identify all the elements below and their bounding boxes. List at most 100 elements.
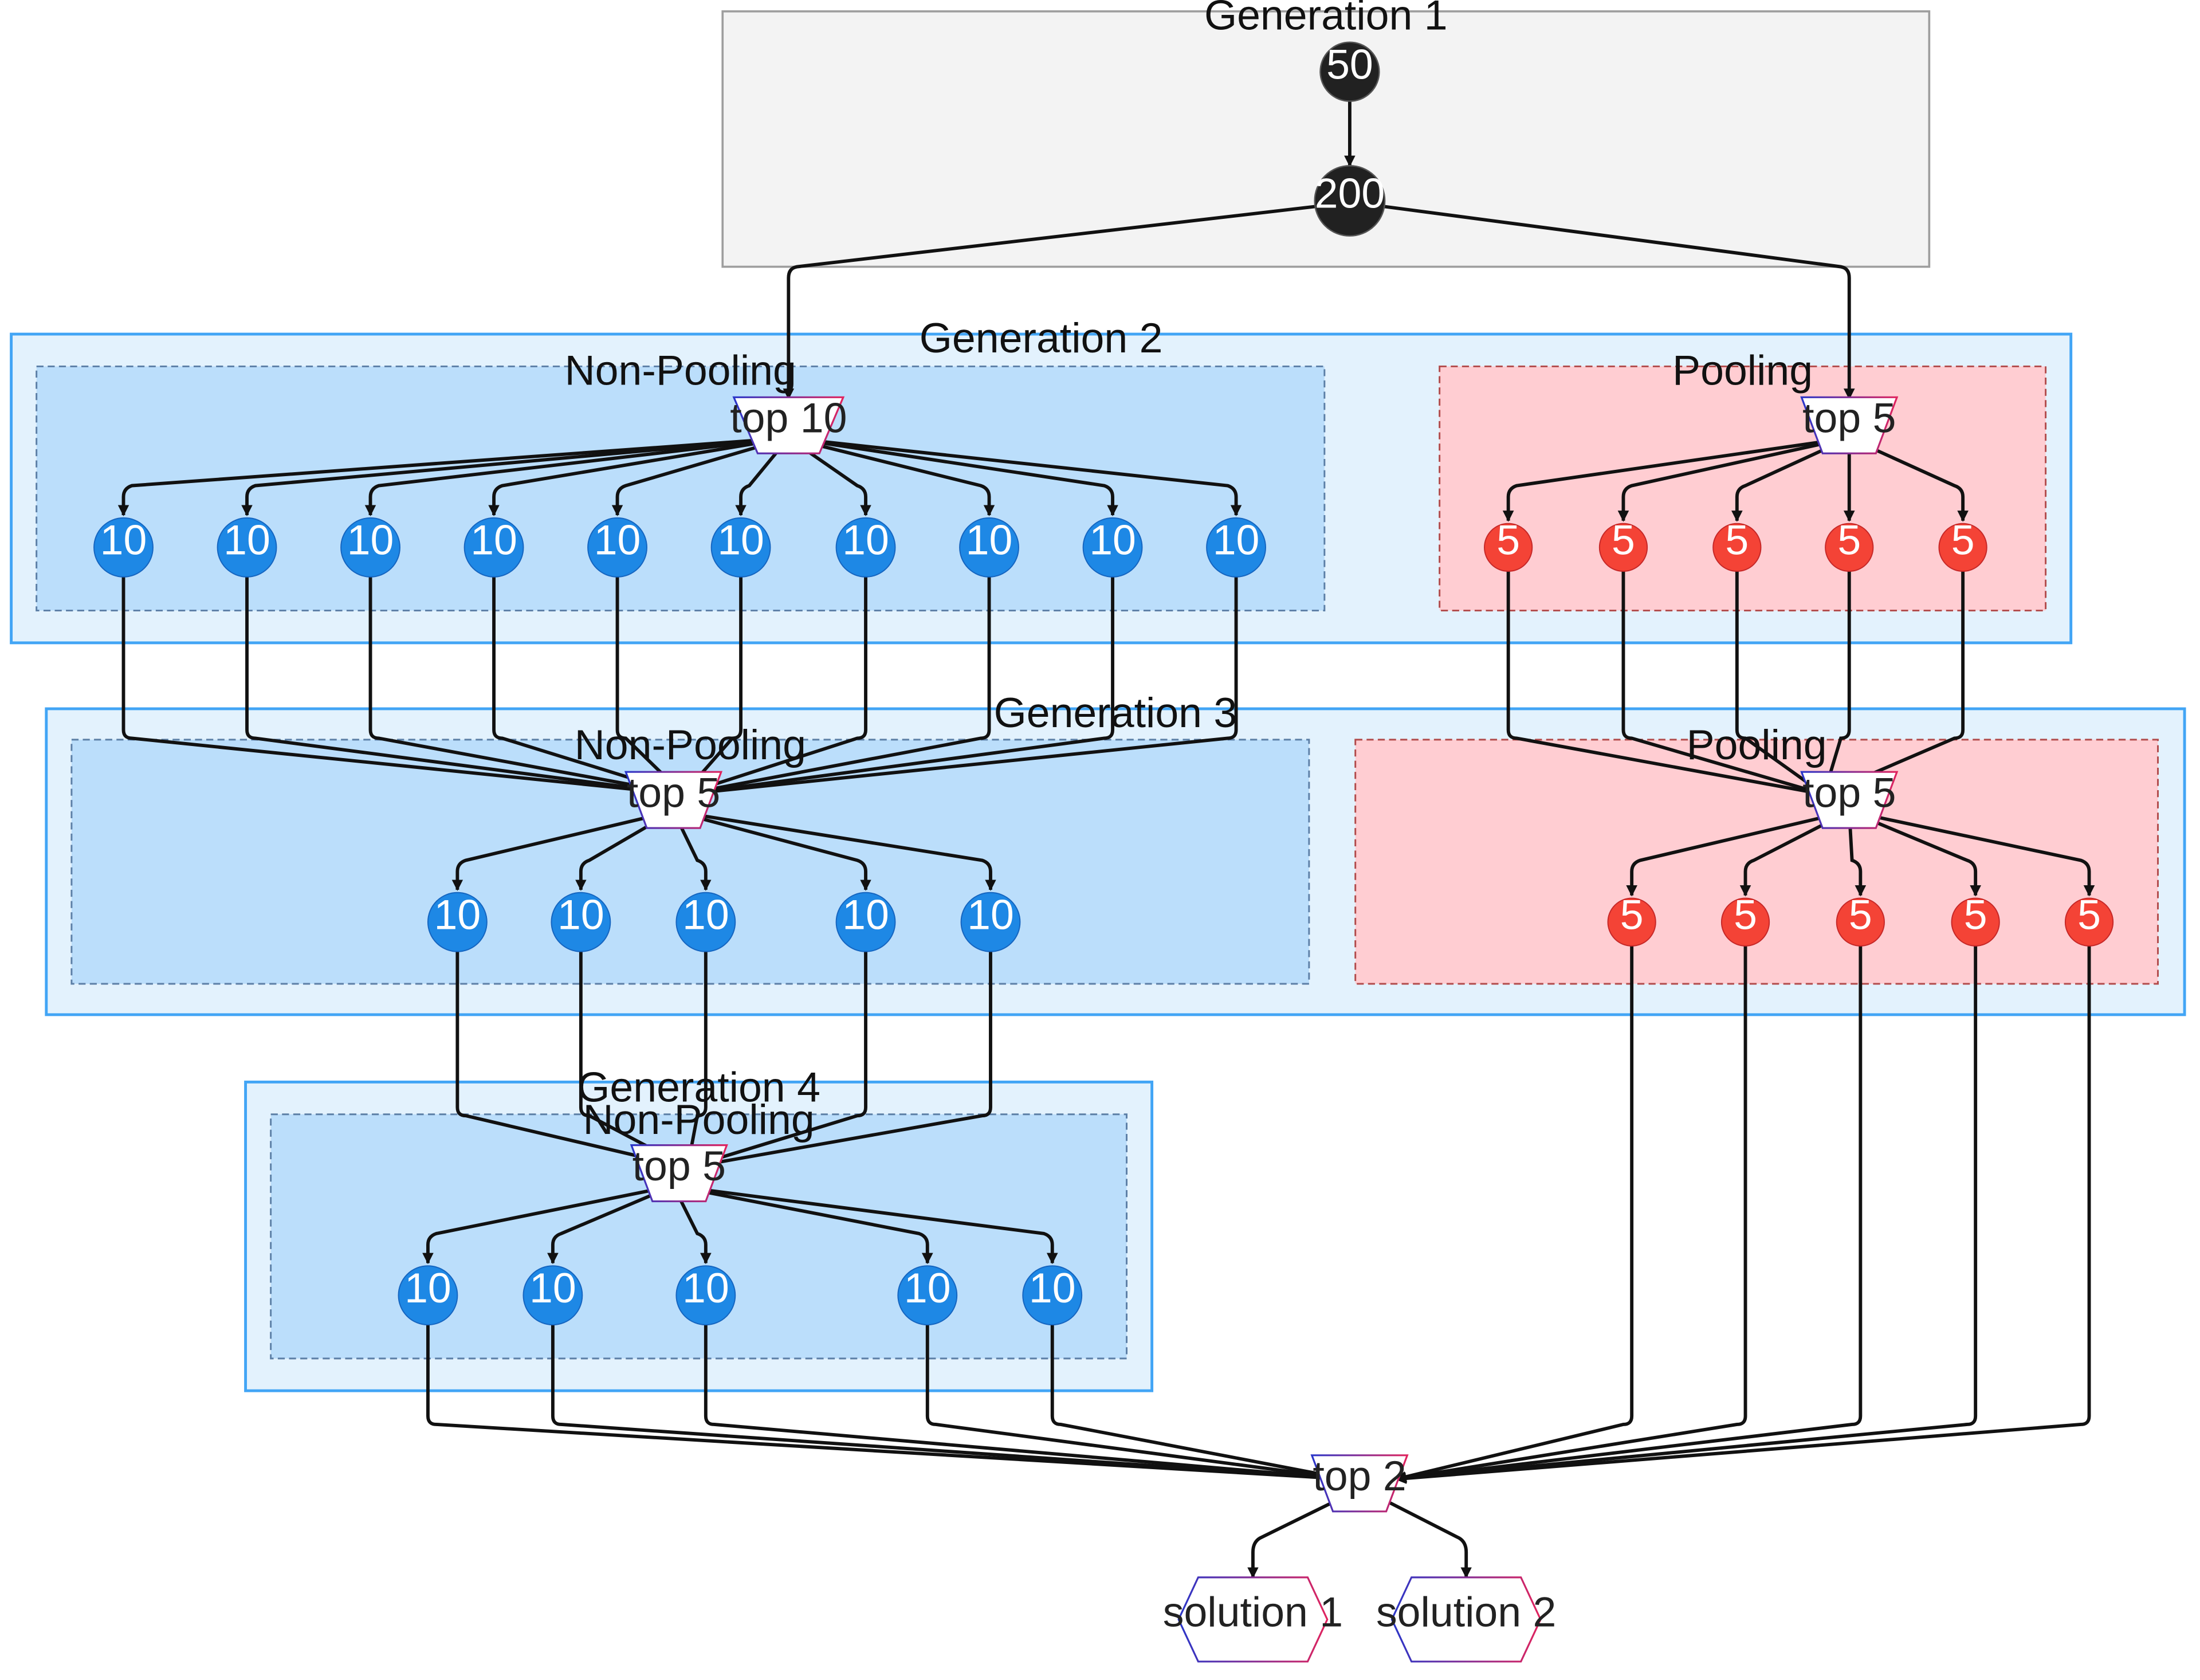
gen2-nonpool-top10-label: top 10: [730, 394, 847, 442]
gen2-nonpool-node-3: 10: [340, 516, 400, 578]
gen2-nonpool-node-5: 10: [587, 516, 647, 578]
g4-to-final-edge-5: [1050, 1325, 1348, 1483]
gen3-pool-node-1-label: 5: [1620, 890, 1644, 938]
gen3-nonpool-node-2-label: 10: [557, 890, 604, 938]
g2-nonpool-fanout-edge-6: [735, 437, 790, 516]
g3-nonpool-to-g4-edge-5: [686, 951, 992, 1172]
gen2-nonpool-node-4: 10: [463, 516, 524, 578]
g2-pool-fanout-edge-2: [1617, 436, 1850, 522]
gen2-nonpool-node-4-label: 10: [470, 516, 517, 564]
gen2-nonpool-node-1: 10: [93, 516, 154, 578]
gen4-nonpool-node-2: 10: [522, 1264, 583, 1326]
gen3-pool-node-2-label: 5: [1734, 890, 1757, 938]
g2-nonpool-to-g3-edge-1: [121, 576, 685, 799]
gen3-pool-top5: top 5: [1800, 768, 1899, 829]
g3-nonpool-to-g4-edge-4: [686, 951, 867, 1170]
gen2-nonpool-node-3-label: 10: [347, 516, 394, 564]
g2-nonpool-to-g3-edge-9: [682, 576, 1114, 799]
edge-200-to-pool-top5: [1383, 205, 1855, 400]
generation-2-pooling-label: Pooling: [1672, 346, 1813, 394]
g4-to-final-edge-3: [704, 1325, 1348, 1484]
gen2-nonpool-node-5-label: 10: [594, 516, 641, 564]
gen2-pool-node-5: 5: [1938, 516, 1987, 572]
generation-3-label: Generation 3: [994, 689, 1238, 736]
g4-nonpool-fanout-edge-3: [671, 1185, 712, 1265]
generated-nodes: top 10 10 10 10 10 10 10 10 10 10 10 top 5 5 5 5 5 5 top …: [93, 394, 2114, 1663]
g2-pool-to-g3-edge-4: [1821, 571, 1851, 796]
gen4-nonpool-node-1-label: 10: [404, 1264, 451, 1312]
g2-pool-fanout-edge-5: [1848, 436, 1969, 522]
generation-2-label: Generation 2: [920, 314, 1163, 362]
g2-pool-fanout-edge-3: [1731, 436, 1850, 522]
gen3-nonpool-node-3-label: 10: [682, 890, 729, 938]
g2-nonpool-to-g3-edge-8: [682, 576, 991, 798]
gen4-nonpool-top5: top 5: [630, 1142, 728, 1203]
final-to-solution-2: [1381, 1497, 1472, 1579]
g3-pool-fanout-edge-3: [1847, 811, 1867, 897]
g2-nonpool-to-g3-edge-2: [245, 576, 685, 799]
g3-pool-to-final-edge-4: [1394, 945, 1978, 1484]
g3-nonpool-to-g4-edge-1: [455, 951, 689, 1171]
gen3-pool-node-5: 5: [2064, 890, 2114, 947]
g4-nonpool-fanout-edge-4: [673, 1184, 933, 1265]
generation-2-non-pooling-label: Non-Pooling: [565, 346, 796, 394]
gen2-nonpool-node-6: 10: [710, 516, 771, 578]
g4-to-final-edge-4: [925, 1325, 1348, 1483]
g3-pool-to-final-edge-1: [1394, 945, 1634, 1482]
gen3-nonpool-node-3: 10: [675, 890, 736, 952]
generation-1-label: Generation 1: [1204, 0, 1448, 39]
gen2-nonpool-node-10: 10: [1206, 516, 1266, 578]
gen3-nonpool-top5-label: top 5: [627, 768, 720, 816]
gen4-nonpool-node-3-label: 10: [682, 1264, 729, 1312]
g3-nonpool-to-g4-edge-3: [683, 951, 708, 1169]
gen3-nonpool-node-4-label: 10: [842, 890, 889, 938]
node-layer: 50 200: [1314, 40, 1386, 237]
solution-2: solution 2: [1376, 1576, 1556, 1663]
node-50-label: 50: [1326, 40, 1373, 88]
gen2-nonpool-node-6-label: 10: [717, 516, 764, 564]
edge-layer: [783, 101, 1855, 400]
gen2-nonpool-node-9-label: 10: [1089, 516, 1136, 564]
g2-nonpool-fanout-edge-1: [117, 436, 789, 516]
node-200-label: 200: [1315, 170, 1385, 217]
gen2-pool-node-3-label: 5: [1725, 516, 1749, 564]
gen3-pool-top5-label: top 5: [1802, 768, 1896, 816]
g2-nonpool-to-g3-edge-3: [368, 576, 685, 798]
g3-pool-to-final-edge-3: [1394, 945, 1863, 1484]
g2-nonpool-to-g3-edge-6: [682, 576, 743, 796]
gen2-pool-top5-label: top 5: [1802, 394, 1896, 442]
g3-pool-fanout-edge-1: [1626, 809, 1850, 897]
g3-nonpool-fanout-edge-3: [671, 810, 712, 891]
gen2-nonpool-node-9: 10: [1082, 516, 1143, 578]
gen4-nonpool-node-4: 10: [897, 1264, 958, 1326]
gen2-pool-node-1-label: 5: [1496, 516, 1520, 564]
gen3-nonpool-node-1-label: 10: [434, 890, 481, 938]
g3-pool-to-final-edge-5: [1394, 945, 2091, 1484]
g2-nonpool-fanout-edge-10: [788, 436, 1242, 516]
g2-nonpool-to-g3-edge-10: [682, 576, 1238, 799]
gen2-pool-node-5-label: 5: [1951, 516, 1975, 564]
solution-1: solution 1: [1163, 1576, 1343, 1663]
g3-nonpool-fanout-edge-1: [451, 809, 674, 891]
node-200: 200: [1314, 164, 1386, 237]
gen2-nonpool-node-2-label: 10: [223, 516, 270, 564]
gen3-pool-node-1: 5: [1607, 890, 1656, 947]
gen2-pool-node-3: 5: [1712, 516, 1762, 572]
g3-nonpool-fanout-edge-2: [575, 810, 674, 891]
generation-2-non-pooling-cluster: [36, 365, 1326, 612]
solution-2-label: solution 2: [1376, 1588, 1556, 1636]
gen3-pool-node-5-label: 5: [2077, 890, 2101, 938]
gen4-nonpool-node-2-label: 10: [529, 1264, 576, 1312]
g4-nonpool-fanout-edge-2: [547, 1184, 674, 1265]
gen3-pool-node-4-label: 5: [1964, 890, 1987, 938]
gen3-pool-node-4: 5: [1951, 890, 2000, 947]
g3-pool-fanout-edge-2: [1739, 810, 1851, 897]
g4-to-final-edge-1: [426, 1325, 1348, 1485]
g2-nonpool-fanout-edge-4: [488, 436, 789, 516]
g2-nonpool-to-g3-edge-7: [682, 576, 867, 797]
gen2-nonpool-node-8-label: 10: [966, 516, 1013, 564]
generated-edges: [117, 436, 2095, 1579]
gen4-nonpool-node-5-label: 10: [1029, 1264, 1076, 1312]
g3-nonpool-fanout-edge-5: [673, 809, 996, 891]
